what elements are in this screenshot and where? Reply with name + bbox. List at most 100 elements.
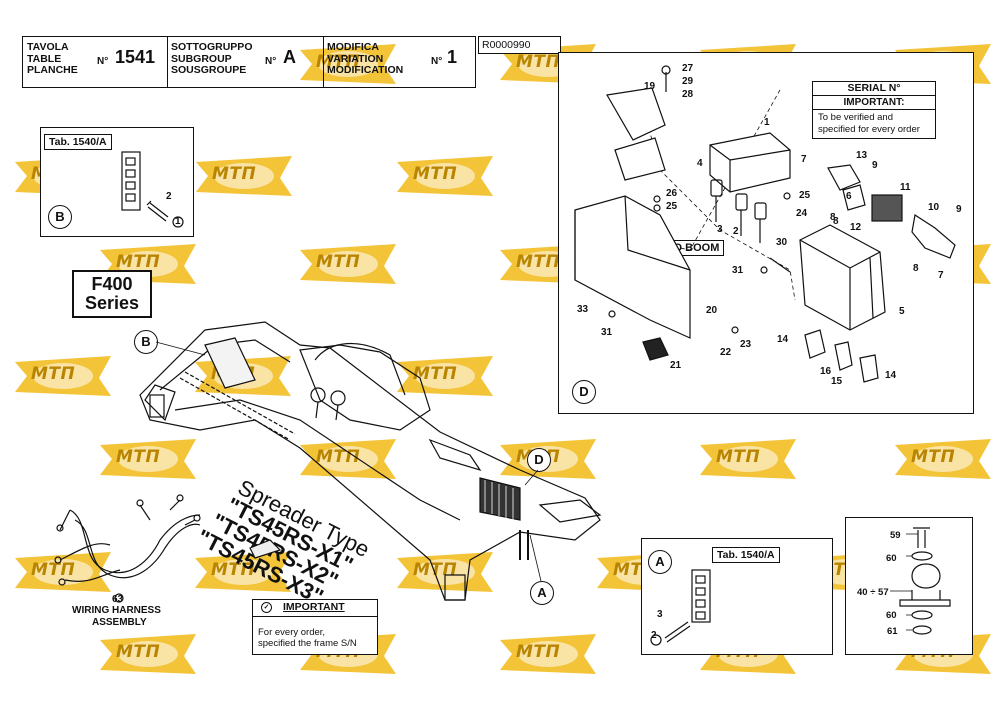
important-text2: specified the frame S/N [258, 638, 357, 649]
detail-clamp-callout-5: 61 [887, 626, 898, 637]
main-callout-b: B [134, 330, 158, 354]
detail-d-callout-20: 12 [850, 222, 862, 233]
detail-d-callout-30: 14 [777, 334, 789, 345]
mtp-watermark-text: МТП [316, 52, 361, 72]
detail-d-callout-2: 19 [644, 81, 656, 92]
detail-d-label: D [572, 380, 596, 404]
serial-box: SERIAL N° IMPORTANT: To be verified and … [812, 81, 936, 139]
detail-d-callout-11: 26 [666, 188, 678, 199]
detail-d-callout-32: 16 [820, 366, 832, 377]
detail-b-tab-title: Tab. 1540/A [44, 134, 112, 150]
table-no-prefix: N° [97, 56, 109, 67]
detail-a-label: A [648, 550, 672, 574]
detail-d-callout-22: 30 [776, 237, 788, 248]
detail-d-callout-5: 1 [764, 117, 770, 128]
spreader-frame [139, 321, 602, 601]
detail-clamp-callout-1: 59 [890, 530, 901, 541]
subgroup-no-prefix: N° [265, 56, 277, 67]
detail-clamp-callout-3: 40 ÷ 57 [857, 587, 889, 598]
mtp-watermark-text: МТП [516, 52, 561, 72]
important-icon: ✓ [261, 602, 272, 613]
series-line1: F400 [91, 274, 133, 294]
detail-d-callout-24: 20 [706, 305, 718, 316]
mtp-watermark-text: МТП [516, 252, 561, 272]
detail-d-callout-19: 8 [830, 212, 836, 223]
mtp-watermark-text: МТП [116, 447, 161, 467]
mtp-watermark-text: МТП [911, 447, 956, 467]
harness-line2: ASSEMBLY [92, 617, 147, 628]
detail-d-callout-6: 7 [801, 154, 807, 165]
detail-d-callout-23: 31 [732, 265, 744, 276]
detail-d-callout-26: 31 [601, 327, 613, 338]
detail-clamp-box [845, 517, 973, 655]
detail-d-callout-10: 2 [733, 226, 739, 237]
detail-d-callout-8: 4 [697, 158, 703, 169]
mtp-watermark-text: МТП [116, 642, 161, 662]
detail-d-callout-28: 22 [720, 347, 732, 358]
mtp-watermark-text: МТП [413, 164, 458, 184]
detail-d-callout-21: 13 [856, 150, 868, 161]
table-number: 1541 [115, 47, 156, 67]
mtp-watermark-text: МТП [212, 164, 257, 184]
detail-d-callout-4: 28 [682, 89, 694, 100]
important-text1: For every order, [258, 627, 326, 638]
mtp-watermark-text: МТП [716, 447, 761, 467]
subgroup-label: SOTTOGRUPPO SUBGROUP SOUSGROUPE [171, 41, 253, 76]
detail-clamp-callout-4: 60 [886, 610, 897, 621]
mtp-watermark-text: МТП [316, 252, 361, 272]
detail-a-tab-title: Tab. 1540/A [712, 547, 780, 563]
serial-title: SERIAL N° [813, 82, 935, 96]
detail-d-callout-3: 29 [682, 76, 694, 87]
detail-d-callout-16: 10 [928, 202, 940, 213]
detail-d-callout-13: 25 [799, 190, 811, 201]
detail-d-callout-31: 21 [670, 360, 682, 371]
detail-d-callout-36: 8 [833, 216, 839, 227]
detail-b-callout-2: 1 [175, 216, 181, 227]
detail-d-callout-9: 3 [717, 224, 723, 235]
detail-d-callout-29: 23 [740, 339, 752, 350]
subgroup-value: A [283, 47, 296, 67]
detail-d-callout-12: 25 [666, 201, 678, 212]
modification-value: 1 [447, 47, 458, 67]
detail-d-callout-27: 5 [899, 306, 905, 317]
detail-b-label: B [48, 205, 72, 229]
detail-a-callout-1: 3 [657, 609, 663, 620]
detail-d-callout-15: 11 [900, 182, 911, 193]
detail-d-callout-14: 24 [796, 208, 808, 219]
harness-line1: WIRING HARNESS [72, 605, 161, 616]
wiring-harness-drawing [54, 494, 201, 603]
serial-important: IMPORTANT: [813, 96, 935, 110]
mtp-watermark-text: МТП [116, 252, 161, 272]
detail-d-callout-17: 9 [956, 204, 962, 215]
serial-text2: specified for every order [818, 124, 920, 135]
detail-d-callout-25: 33 [577, 304, 589, 315]
important-title: IMPORTANT [283, 601, 345, 613]
detail-d-callout-35: 8 [913, 263, 919, 274]
detail-a-callout-2: 2 [651, 630, 657, 641]
detail-d-callout-18: 6 [846, 191, 852, 202]
modification-no-prefix: N° [431, 56, 443, 67]
detail-d-callout-7: 9 [872, 160, 878, 171]
detail-d-callout-34: 14 [885, 370, 897, 381]
serial-text1: To be verified and [818, 112, 893, 123]
main-callout-a: A [530, 581, 554, 605]
mtp-watermark-text: МТП [211, 560, 256, 580]
reference-code: R0000990 [478, 36, 561, 54]
mtp-watermark-text: МТП [516, 642, 561, 662]
detail-clamp-callout-2: 60 [886, 553, 897, 564]
important-note-box: ✓ IMPORTANT For every order, specified t… [252, 599, 378, 655]
main-callout-d: D [527, 448, 551, 472]
table-label: TAVOLA TABLE PLANCHE [27, 41, 78, 76]
mtp-watermark-text: МТП [31, 364, 76, 384]
mtp-watermark-text: МТП [413, 364, 458, 384]
header-table: TAVOLA TABLE PLANCHE N° 1541 SOTTOGRUPPO… [22, 36, 476, 88]
harness-callout: 63 [112, 594, 124, 605]
detail-d-callout-33: 15 [831, 376, 843, 387]
series-box: F400 Series [72, 270, 152, 318]
detail-b-connector [121, 151, 184, 228]
detail-d-callout-37: 7 [938, 270, 944, 281]
modification-label: MODIFICA VARIATION MODIFICATION [327, 41, 404, 76]
detail-d-callout-1: 27 [682, 63, 694, 74]
detail-b-callout-1: 2 [166, 191, 172, 202]
